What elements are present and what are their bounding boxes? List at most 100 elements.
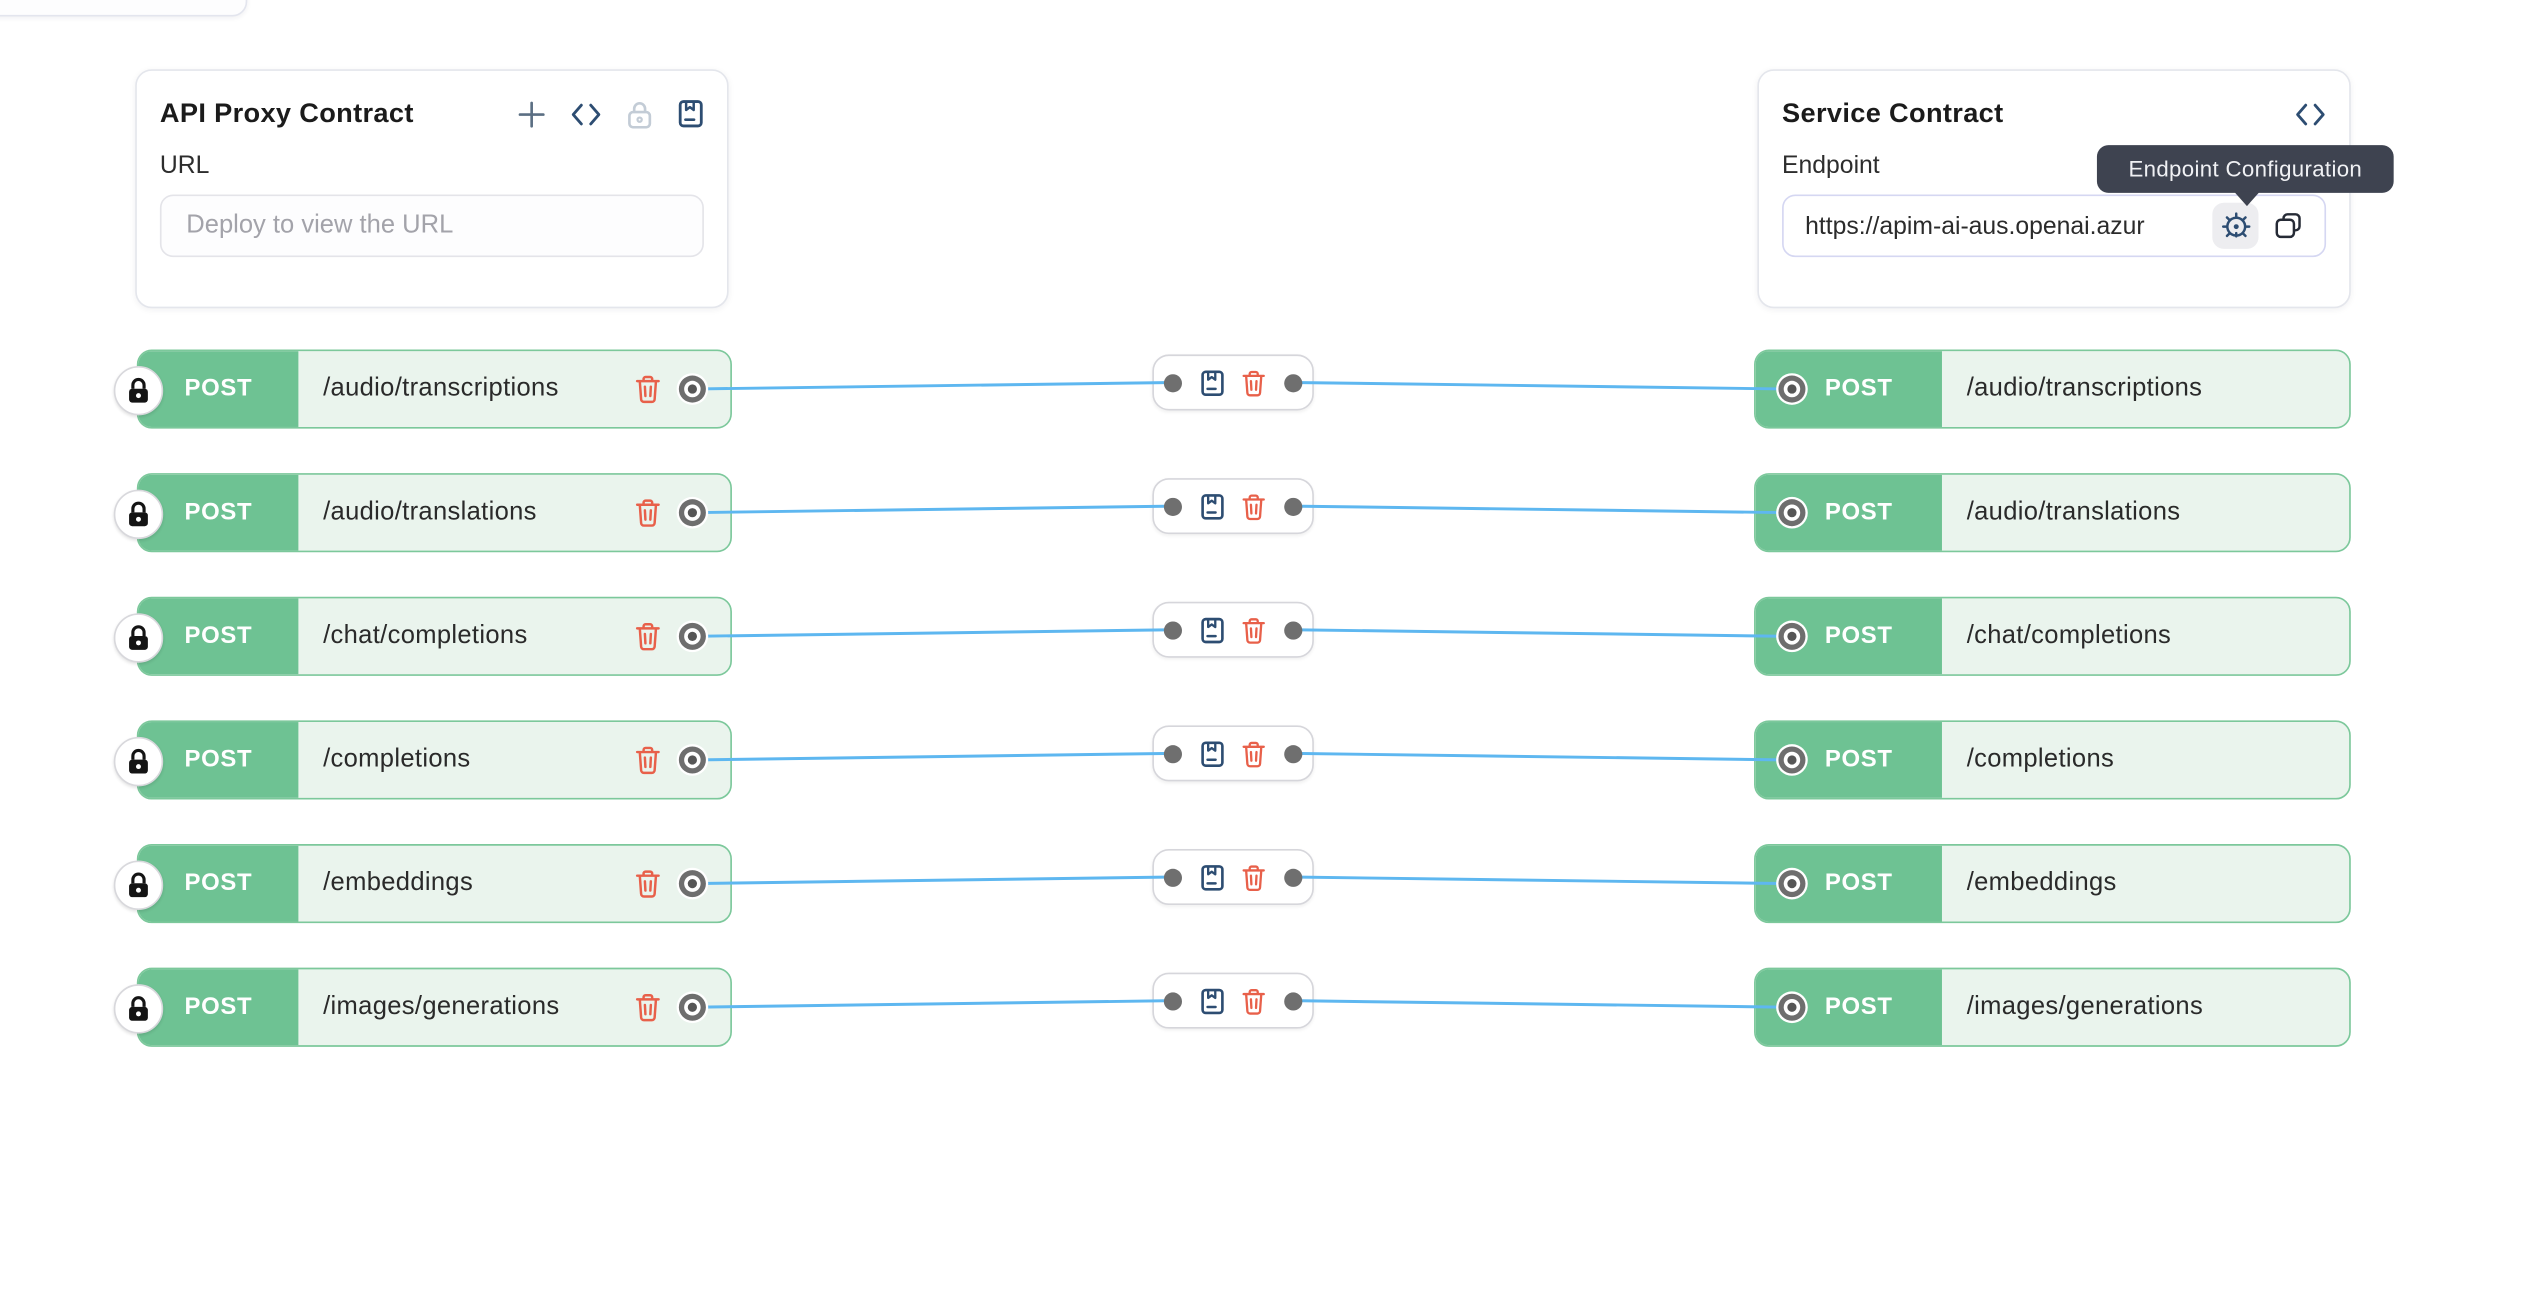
connection-point-left[interactable] — [1163, 497, 1182, 516]
connection-node-icon[interactable] — [1775, 991, 1808, 1024]
connection-node-icon[interactable] — [1775, 743, 1808, 776]
route-row: POST /chat/completions POST /chat/ — [0, 596, 2542, 676]
service-route-card[interactable]: POST /embeddings — [1754, 844, 2351, 924]
service-route-card[interactable]: POST /audio/translations — [1754, 473, 2351, 553]
connector-line — [1292, 999, 1791, 1009]
route-row: POST /images/generations POST /ima — [0, 967, 2542, 1047]
lock-icon — [127, 748, 150, 775]
route-row: POST /embeddings POST /embeddings — [0, 844, 2542, 924]
endpoint-configuration-tooltip: Endpoint Configuration — [2096, 145, 2394, 193]
lock-icon — [127, 501, 150, 528]
route-lock-badge — [113, 613, 164, 663]
connector-line — [1292, 380, 1791, 391]
method-badge: POST — [138, 598, 299, 675]
method-badge: POST — [138, 845, 299, 922]
service-route-card[interactable]: POST /audio/transcriptions — [1754, 349, 2351, 429]
connection-node-icon[interactable] — [1775, 867, 1808, 900]
service-route-card[interactable]: POST /images/generations — [1754, 967, 2351, 1047]
endpoint-input[interactable] — [1805, 196, 2201, 256]
method-badge: POST — [1824, 623, 1893, 650]
service-contract-panel: Service Contract Endpoint — [1757, 69, 2351, 309]
connection-point-right[interactable] — [1284, 744, 1303, 763]
method-badge: POST — [138, 351, 299, 427]
proxy-route-card[interactable]: POST /audio/translations — [113, 473, 732, 553]
route-row: POST /audio/transcriptions POST /a — [0, 349, 2542, 429]
service-route-card[interactable]: POST /completions — [1754, 720, 2351, 800]
connection-node-icon[interactable] — [676, 496, 709, 529]
connection-node-icon[interactable] — [676, 743, 709, 776]
connection-point-left[interactable] — [1163, 620, 1182, 639]
policy-widget[interactable] — [1152, 601, 1314, 658]
lock-icon — [127, 625, 150, 652]
api-proxy-contract-title: API Proxy Contract — [159, 98, 414, 128]
tooltip-arrow — [2233, 191, 2261, 207]
route-path: /chat/completions — [323, 621, 528, 650]
route-lock-badge — [113, 984, 164, 1034]
connector-line — [690, 380, 1174, 391]
api-proxy-contract-panel: API Proxy Contract URL — [135, 69, 729, 309]
connection-point-right[interactable] — [1284, 991, 1303, 1010]
lock-icon — [127, 377, 150, 404]
route-path: /audio/translations — [1966, 497, 2181, 526]
connector-line — [690, 875, 1174, 886]
method-badge: POST — [1824, 375, 1893, 403]
endpoint-label: Endpoint — [1782, 151, 1880, 180]
url-label: URL — [159, 151, 210, 180]
connector-line — [690, 504, 1174, 515]
connection-point-right[interactable] — [1284, 373, 1303, 392]
method-badge: POST — [1824, 499, 1893, 526]
proxy-route-card[interactable]: POST /embeddings — [113, 844, 732, 924]
connection-node-icon[interactable] — [1775, 373, 1808, 406]
route-path: /images/generations — [323, 992, 560, 1021]
method-badge: POST — [1824, 870, 1893, 897]
connector-lines — [690, 380, 1791, 1009]
route-path: /completions — [323, 745, 471, 774]
connection-node-icon[interactable] — [676, 373, 709, 406]
service-contract-title: Service Contract — [1782, 98, 2004, 128]
policy-widget[interactable] — [1152, 972, 1314, 1029]
connection-node-icon[interactable] — [676, 867, 709, 900]
connection-node-icon[interactable] — [1775, 620, 1808, 653]
policy-widget[interactable] — [1152, 848, 1314, 906]
route-path: /images/generations — [1966, 992, 2204, 1021]
method-badge: POST — [1824, 746, 1893, 774]
connector-line — [690, 999, 1174, 1009]
connection-point-left[interactable] — [1163, 991, 1182, 1010]
lock-icon — [127, 996, 150, 1023]
policy-widget[interactable] — [1152, 354, 1314, 411]
route-lock-badge — [113, 736, 164, 787]
connection-node-icon[interactable] — [1775, 496, 1808, 529]
connector-line — [1292, 504, 1791, 515]
route-row: POST /audio/translations POST /aud — [0, 473, 2542, 553]
connection-point-left[interactable] — [1163, 744, 1182, 763]
service-route-card[interactable]: POST /chat/completions — [1754, 596, 2351, 676]
proxy-route-card[interactable]: POST /chat/completions — [113, 596, 732, 676]
url-input[interactable] — [161, 196, 703, 256]
proxy-route-card[interactable]: POST /images/generations — [113, 967, 732, 1047]
connection-point-right[interactable] — [1284, 497, 1303, 516]
proxy-route-card[interactable]: POST /completions — [113, 720, 732, 800]
route-path: /completions — [1966, 745, 2115, 774]
route-path: /audio/translations — [323, 497, 537, 526]
method-badge: POST — [138, 722, 299, 798]
route-lock-badge — [113, 365, 164, 416]
connection-point-right[interactable] — [1284, 620, 1303, 639]
route-lock-badge — [113, 860, 164, 910]
connector-line — [1292, 875, 1791, 886]
connector-line — [1292, 628, 1791, 638]
proxy-route-card[interactable]: POST /audio/transcriptions — [113, 349, 732, 429]
connection-point-left[interactable] — [1163, 373, 1182, 392]
connector-line — [1292, 751, 1791, 762]
connection-node-icon[interactable] — [676, 991, 709, 1024]
route-path: /embeddings — [323, 868, 474, 897]
connector-line — [690, 628, 1174, 638]
endpoint-configuration-button[interactable] — [2212, 202, 2259, 249]
connection-point-left[interactable] — [1163, 867, 1182, 887]
connection-point-right[interactable] — [1284, 867, 1303, 887]
lock-icon — [127, 872, 150, 899]
method-badge: POST — [138, 474, 299, 551]
connection-node-icon[interactable] — [676, 620, 709, 653]
route-path: /audio/transcriptions — [1966, 374, 2203, 403]
